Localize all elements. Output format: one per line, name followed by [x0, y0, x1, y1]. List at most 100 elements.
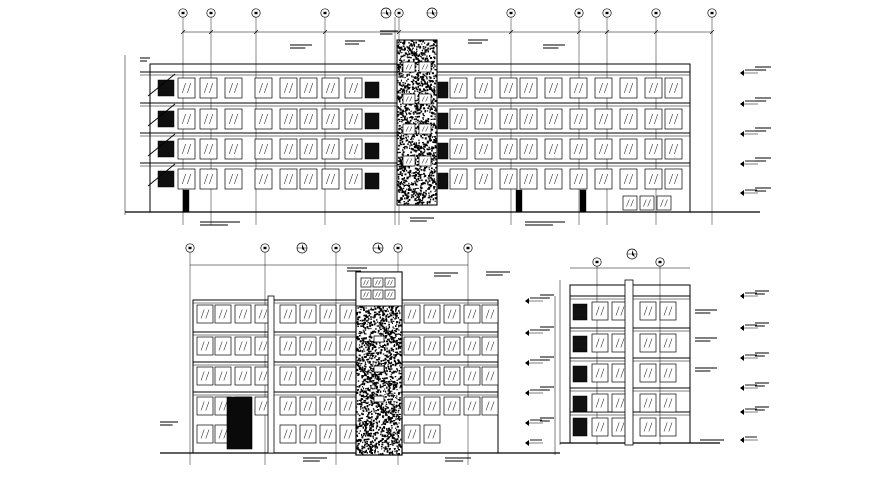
window-panel: [481, 396, 499, 416]
glass-hatch: [479, 82, 483, 94]
glass-hatch: [599, 82, 603, 94]
stone-speck: [422, 40, 425, 42]
stone-speck: [398, 52, 401, 55]
window-frame: [224, 77, 243, 99]
stone-speck: [365, 378, 367, 380]
stone-speck: [384, 354, 387, 357]
stone-speck: [365, 390, 367, 392]
stone-speck: [430, 139, 432, 142]
grid-bubble-icon: [185, 243, 195, 253]
stone-speck: [387, 310, 389, 312]
stone-speck: [383, 408, 385, 410]
stair-tower-outline: [396, 39, 438, 206]
window-panel: [449, 108, 468, 130]
glass-hatch: [432, 401, 437, 411]
glass-hatch: [343, 401, 348, 411]
glass-hatch: [308, 429, 313, 439]
stone-speck: [369, 424, 371, 427]
stone-speck: [430, 88, 432, 90]
glass-hatch: [409, 158, 413, 164]
glass-hatch: [649, 143, 653, 155]
window-frame: [474, 168, 493, 190]
stone-speck: [376, 442, 378, 444]
stone-speck: [400, 96, 402, 99]
stone-speck: [422, 48, 425, 50]
stone-speck: [415, 53, 418, 56]
window-panel: [443, 396, 461, 416]
stone-speck: [385, 419, 388, 422]
stone-speck: [395, 351, 399, 354]
stone-speck: [359, 359, 362, 362]
stone-speck: [378, 444, 380, 446]
glass-hatch: [390, 280, 393, 285]
stone-speck: [366, 416, 368, 418]
glass-hatch: [447, 401, 452, 411]
stone-speck: [359, 364, 362, 366]
stone-speck: [416, 191, 418, 193]
stone-speck: [415, 151, 417, 153]
stone-speck: [364, 451, 366, 454]
stone-speck: [381, 385, 384, 388]
stone-speck: [364, 422, 367, 424]
stone-speck: [370, 424, 372, 427]
stone-speck: [410, 143, 412, 145]
stone-speck: [372, 361, 375, 363]
stone-speck: [384, 440, 387, 443]
stone-speck: [360, 362, 363, 364]
stone-speck: [423, 121, 426, 123]
stone-speck: [424, 46, 427, 49]
window-panel: [591, 363, 609, 383]
stone-speck: [386, 420, 389, 424]
stone-speck: [359, 424, 362, 427]
stone-speck: [363, 344, 366, 347]
glass-hatch: [303, 341, 308, 351]
stone-speck: [408, 176, 410, 178]
window-frame: [449, 168, 468, 190]
stone-speck: [362, 337, 365, 340]
stone-speck: [382, 430, 385, 432]
stone-speck: [364, 365, 366, 367]
stone-speck: [372, 368, 375, 370]
stone-speck: [379, 321, 382, 324]
window-frame: [481, 336, 499, 356]
stone-speck: [392, 387, 395, 389]
stone-speck: [411, 49, 413, 51]
stone-speck: [358, 311, 360, 313]
glass-hatch: [654, 143, 658, 155]
stone-speck: [393, 344, 396, 347]
stone-speck: [406, 80, 408, 82]
glass-hatch: [303, 309, 308, 319]
glass-hatch: [490, 309, 495, 319]
stone-speck: [398, 127, 401, 129]
stone-speck: [369, 427, 371, 429]
stone-speck: [390, 382, 393, 385]
stone-speck: [383, 349, 386, 351]
stone-speck: [434, 98, 436, 100]
stone-speck: [381, 428, 384, 431]
stone-speck: [416, 61, 419, 64]
window-frame: [544, 77, 563, 99]
stone-speck: [418, 92, 421, 95]
stone-speck: [417, 115, 420, 118]
stone-speck: [367, 430, 369, 433]
stone-speck: [415, 183, 418, 186]
stone-speck: [380, 360, 382, 363]
stone-speck: [398, 156, 400, 159]
glass-hatch: [263, 309, 268, 319]
stone-speck: [393, 405, 396, 409]
stone-speck: [415, 106, 418, 110]
glass-hatch: [284, 173, 288, 185]
stone-speck: [383, 399, 386, 402]
stone-speck: [379, 405, 381, 407]
stone-speck: [391, 306, 393, 309]
window-frame: [384, 289, 396, 300]
stone-speck: [428, 187, 431, 190]
stone-speck: [396, 312, 399, 315]
annotation-note: [434, 272, 458, 277]
window-frame: [639, 393, 657, 413]
window-frame: [594, 138, 613, 160]
glass-hatch: [363, 292, 366, 297]
stone-speck: [366, 377, 369, 380]
level-marker-triangle: [525, 420, 529, 426]
glass-hatch: [579, 113, 583, 125]
